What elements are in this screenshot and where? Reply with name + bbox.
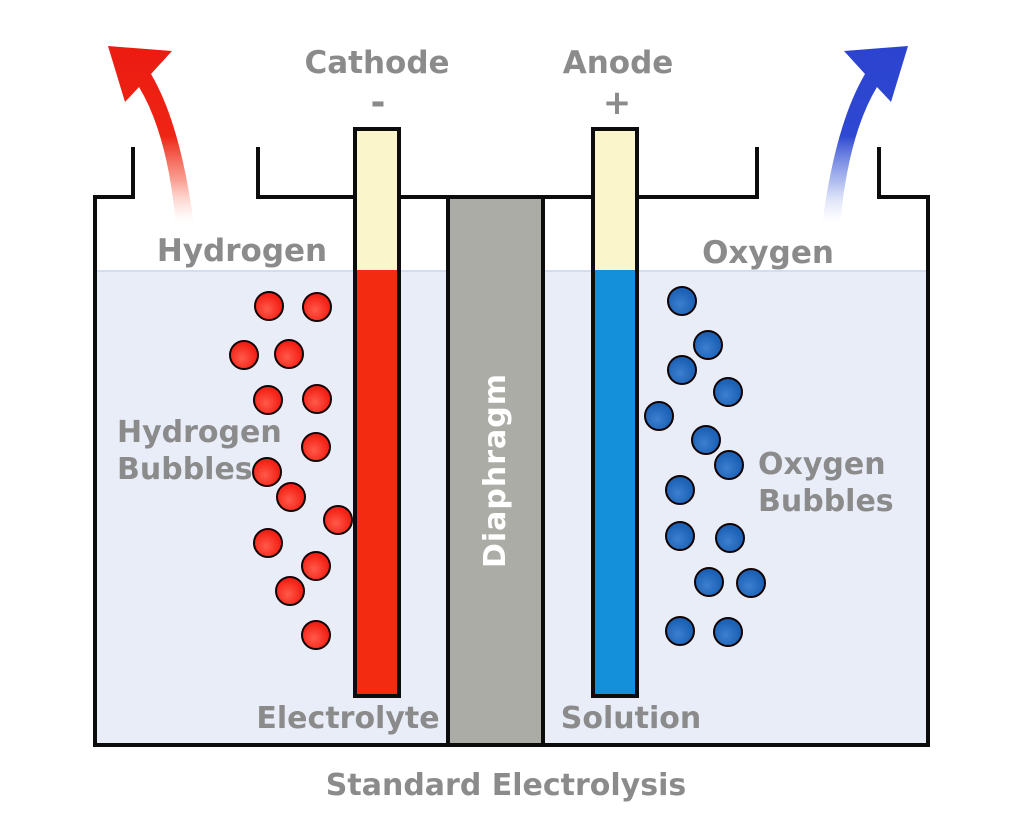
- tank-rim-segment: [544, 195, 759, 199]
- tank-bottom: [93, 743, 930, 747]
- left-vent-wall: [131, 147, 135, 199]
- left-vent-wall: [256, 147, 260, 199]
- tank-rim-segment: [256, 195, 446, 199]
- tank-rim-segment: [877, 195, 930, 199]
- diagram-caption: Standard Electrolysis: [325, 768, 687, 803]
- right-vent-wall: [755, 147, 759, 199]
- solution-label: Solution: [560, 701, 702, 736]
- hydrogen-bubbles-label: Hydrogen Bubbles: [117, 414, 282, 488]
- diaphragm-label: Diaphragm: [478, 373, 513, 569]
- anode-label: Anode: [562, 45, 674, 81]
- anode-electrode: [591, 127, 639, 698]
- diaphragm: Diaphragm: [446, 195, 545, 743]
- hydrogen-gas-label: Hydrogen: [156, 233, 328, 269]
- cathode-sign: -: [370, 82, 386, 123]
- electrolyte-label: Electrolyte: [256, 701, 440, 736]
- oxygen-bubbles-label-line2: Bubbles: [758, 484, 894, 519]
- tank-right-wall: [926, 195, 930, 747]
- oxygen-escape-arrow: [822, 46, 908, 226]
- tank-rim-segment: [93, 195, 135, 199]
- cathode-wet-section: [357, 270, 397, 694]
- oxygen-gas-label: Oxygen: [702, 235, 834, 271]
- cathode-electrode: [353, 127, 401, 698]
- hydrogen-escape-arrow: [108, 46, 194, 226]
- hydrogen-bubbles-label-line2: Bubbles: [117, 452, 253, 487]
- anode-wet-section: [595, 270, 635, 694]
- cathode-dry-section: [357, 131, 397, 270]
- hydrogen-bubbles-label-line1: Hydrogen: [117, 415, 282, 450]
- tank-left-wall: [93, 195, 97, 747]
- oxygen-bubbles-label-line1: Oxygen: [758, 447, 886, 482]
- anode-dry-section: [595, 131, 635, 270]
- anode-sign: +: [602, 83, 632, 123]
- right-vent-wall: [877, 147, 881, 199]
- cathode-label: Cathode: [304, 45, 450, 81]
- oxygen-bubbles-label: Oxygen Bubbles: [758, 446, 894, 520]
